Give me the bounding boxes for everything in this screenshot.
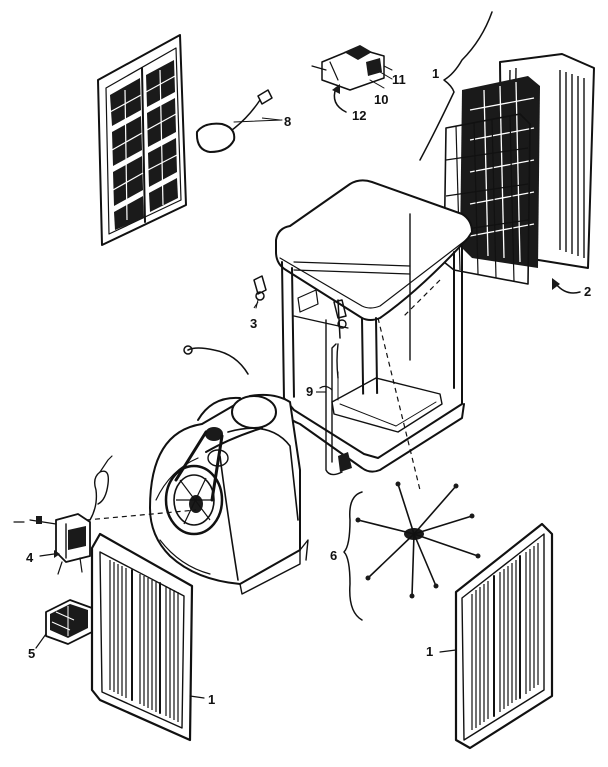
cabinet-housing (275, 179, 473, 491)
filter-panel-top-left (97, 34, 187, 246)
callout-1-top-right: 1 (432, 66, 439, 81)
callout-10: 10 (374, 92, 388, 107)
spider-distributor-part-6 (343, 481, 481, 621)
louvered-grille-bottom-right (439, 522, 554, 750)
shaft-alignment-line (85, 509, 197, 521)
callout-8: 8 (284, 114, 291, 129)
callout-5: 5 (28, 646, 35, 661)
callout-leaders (253, 117, 326, 393)
callout-3: 3 (250, 316, 257, 331)
valve-part-3 (253, 275, 267, 309)
callout-2: 2 (584, 284, 591, 299)
callout-1-bottom-right: 1 (426, 644, 433, 659)
louvered-grille-bottom-left (90, 532, 205, 742)
blower-housing-with-motor (149, 345, 309, 595)
filter-assembly-top-right (419, 11, 595, 294)
callout-1-bottom-left: 1 (208, 692, 215, 707)
callout-9: 9 (306, 384, 313, 399)
callout-labels: 1 2 3 4 5 6 8 9 10 11 12 1 1 (26, 66, 591, 707)
box-part-5 (35, 599, 93, 649)
switch-part-4 (13, 455, 113, 575)
callout-12: 12 (352, 108, 366, 123)
switch-assembly-parts-10-11-12 (311, 45, 393, 113)
pump-tubing-part-9 (319, 299, 352, 476)
callout-11: 11 (392, 72, 406, 87)
float-part-8 (195, 89, 283, 153)
callout-6: 6 (330, 548, 337, 563)
callout-4: 4 (26, 550, 34, 565)
